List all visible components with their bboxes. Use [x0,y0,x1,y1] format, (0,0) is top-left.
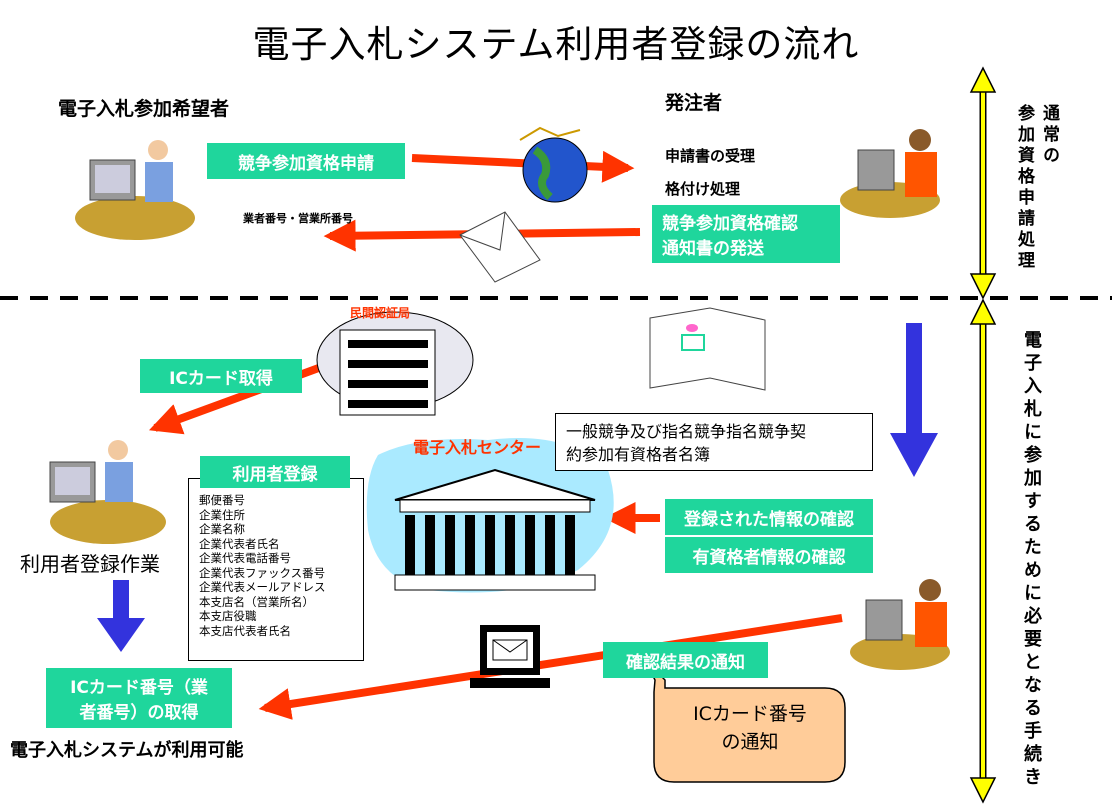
confirm-notice-line2: 通知書の発送 [662,239,764,259]
yellow-arrow-bottom [969,298,997,804]
person-computer-icon-middle [49,440,166,544]
operator-icon-bottom [850,579,950,670]
operator-icon-top [840,129,940,218]
registration-fields-list: 郵便番号 企業住所 企業名称 企業代表者氏名 企業代表電話番号 企業代表ファック… [199,493,326,638]
confirm-notice-line1: 競争参加資格確認 [662,214,798,234]
side-needed-label: 電子入札に参加するために必要となる手続き [1021,330,1042,790]
orderer-header: 発注者 [665,92,723,114]
reg-field: 本支店名（営業所名） [199,594,314,609]
monitor-mail-icon [470,625,550,688]
registry-line2: 約参加有資格者名簿 [566,445,711,464]
ic-notice-line2: の通知 [721,731,779,753]
result-notice-box: 確認結果の通知 [603,642,768,678]
book-icon [649,307,766,391]
reg-field: 企業代表メールアドレス [199,580,326,594]
ic-number-line1: ICカード番号（業 [70,678,208,698]
mail-icon [459,211,541,283]
blue-arrow-left [97,580,145,652]
system-available-label: 電子入札システムが利用可能 [10,740,244,761]
reg-field: 企業代表者氏名 [199,536,280,551]
registration-fields-box [188,478,364,661]
qualified-info-check-box: 有資格者情報の確認 [665,537,873,573]
user-registration-box: 利用者登録 [200,456,350,488]
biz-number-label: 業者番号・営業所番号 [243,212,353,225]
ic-number-box: ICカード番号（業 者番号）の取得 [46,668,232,728]
side-normal-label: 通常の 参加資格申請処理 [1012,104,1062,284]
registry-line1: 一般競争及び指名競争指名競争契 [566,422,807,441]
reg-field: 本支店代表者氏名 [199,623,291,638]
receipt-text: 申請書の受理 [665,147,756,165]
reg-field: 本支店役職 [199,609,257,623]
applicant-header: 電子入札参加希望者 [58,98,230,120]
ic-notice-callout-text: ICカード番号 の通知 [655,700,845,756]
rating-text: 格付け処理 [665,180,741,198]
arrow-ic-card [148,358,337,435]
apply-qualification-box: 競争参加資格申請 [207,143,405,179]
registered-info-check-box: 登録された情報の確認 [665,499,873,535]
ic-card-get-box: ICカード取得 [140,359,302,393]
reg-field: 企業代表電話番号 [199,551,291,565]
center-label: 電子入札センター [413,438,542,457]
ic-notice-line1: ICカード番号 [693,703,807,725]
side-normal-line1: 通常の [1039,104,1059,167]
reg-field: 企業住所 [199,507,245,522]
person-computer-icon-top [75,140,195,240]
callout-balloon [644,659,846,783]
side-normal-line2: 参加資格申請処理 [1014,104,1034,272]
ic-number-line2: 者番号）の取得 [79,703,199,723]
ca-building-icon [316,311,474,416]
reg-field: 郵便番号 [199,493,245,507]
arrow-result [258,614,843,720]
arrow-apply [411,150,635,183]
bidding-center-icon [366,438,614,593]
reg-field: 企業名称 [199,522,245,536]
registry-box: 一般競争及び指名競争指名競争契 約参加有資格者名簿 [555,413,873,471]
ca-label: 民間認証局 [350,306,411,320]
blue-arrow-right [890,323,938,477]
yellow-arrow-top [969,66,997,300]
registration-work-label: 利用者登録作業 [20,552,160,576]
confirm-notice-box: 競争参加資格確認 通知書の発送 [652,205,840,263]
globe-icon [519,126,588,203]
reg-field: 企業代表ファックス番号 [199,565,326,580]
page-title: 電子入札システム利用者登録の流れ [252,23,860,66]
